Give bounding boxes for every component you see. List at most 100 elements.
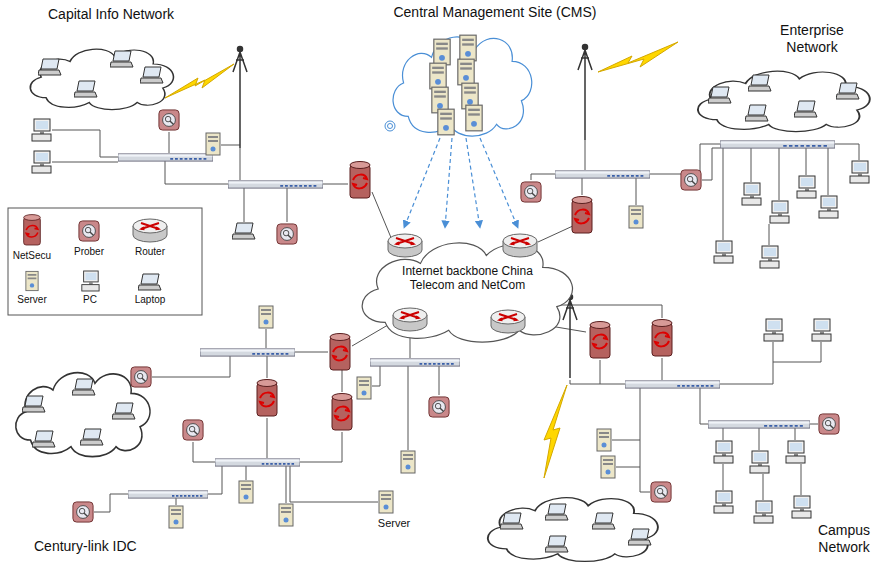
wire <box>779 148 780 200</box>
netsecu <box>257 380 277 417</box>
wire <box>267 356 268 378</box>
cloud-outline <box>362 243 572 342</box>
pc <box>760 246 779 268</box>
cloud-outline <box>434 39 450 65</box>
wire <box>169 132 170 153</box>
prober <box>73 110 839 522</box>
netsecu <box>652 320 672 357</box>
pc <box>812 319 831 341</box>
wire <box>300 432 342 462</box>
server <box>239 481 253 503</box>
prober <box>131 367 151 387</box>
wire <box>806 148 807 175</box>
netsecu <box>332 394 352 431</box>
laptop <box>836 83 859 99</box>
prober <box>819 414 839 434</box>
switch <box>128 491 208 498</box>
switch <box>228 181 323 188</box>
server <box>357 377 371 399</box>
laptop <box>72 379 95 395</box>
backbone-cloud: Internet backbone China Telecom and NetC… <box>350 228 585 346</box>
switch <box>555 171 650 178</box>
wire <box>835 144 859 160</box>
switch <box>118 154 213 161</box>
switch <box>708 421 810 428</box>
netsecu <box>350 162 370 199</box>
pc <box>797 176 816 198</box>
netsecu-icon <box>24 215 41 245</box>
pc <box>742 183 761 205</box>
wire <box>287 188 288 222</box>
cloud-outline <box>503 234 537 257</box>
management-link <box>404 138 440 228</box>
laptop <box>110 51 133 67</box>
wire <box>152 356 230 377</box>
antenna <box>563 300 577 378</box>
server <box>259 306 273 328</box>
node-text: Central Management Site (CMS) <box>360 4 630 21</box>
prober <box>681 170 701 190</box>
node-text: Internet backbone China Telecom and NetC… <box>388 264 548 293</box>
server <box>279 504 293 526</box>
cloud-outline <box>458 59 474 85</box>
wire <box>266 329 267 348</box>
legend-text: PC <box>60 294 120 306</box>
antenna <box>578 50 592 140</box>
wire <box>640 388 650 492</box>
cloud-outline <box>430 63 446 89</box>
wire <box>286 466 287 503</box>
netsecu <box>590 322 610 359</box>
wireless-cloud <box>16 373 150 457</box>
switch <box>625 381 720 388</box>
laptop <box>80 429 103 445</box>
wireless-link <box>165 64 234 98</box>
wireless-cloud <box>488 498 658 562</box>
switch <box>720 141 835 148</box>
wire <box>795 428 796 440</box>
switch <box>370 359 460 366</box>
wire <box>295 352 328 353</box>
server <box>169 506 183 528</box>
network-label: Campus Network <box>806 522 882 556</box>
wire <box>240 148 241 180</box>
wire <box>570 380 600 384</box>
legend-text: Router <box>120 246 180 258</box>
laptop <box>38 59 61 75</box>
prober <box>429 397 449 417</box>
server <box>629 206 643 228</box>
server <box>401 451 415 473</box>
wire <box>408 366 409 450</box>
laptop <box>708 87 731 103</box>
wire <box>323 184 348 185</box>
server <box>597 429 611 451</box>
laptop <box>22 51 859 552</box>
network-label: Century-link IDC <box>34 538 204 555</box>
wire <box>538 225 575 242</box>
laptop <box>232 223 255 239</box>
pc <box>786 441 805 463</box>
legend-text: NetSecu <box>2 250 62 262</box>
device-label: Server <box>366 517 422 530</box>
laptop <box>32 431 55 447</box>
laptop <box>794 101 817 117</box>
laptop <box>628 529 651 545</box>
wireless-link <box>544 385 567 478</box>
wire <box>244 188 245 222</box>
cloud-outline <box>466 105 482 131</box>
wire <box>723 428 724 440</box>
prober <box>159 110 179 130</box>
wire <box>600 360 625 384</box>
prober <box>183 420 203 440</box>
network-label: Capital Info Network <box>48 6 218 23</box>
wire <box>193 442 215 462</box>
wire <box>616 467 640 468</box>
wire <box>52 162 118 163</box>
wire <box>372 366 380 386</box>
laptop <box>745 105 768 121</box>
wire <box>751 148 752 182</box>
prober-icon <box>79 221 99 241</box>
prober <box>277 224 297 244</box>
wireless-link <box>598 42 678 72</box>
pc <box>714 241 733 263</box>
laptop <box>592 513 615 529</box>
